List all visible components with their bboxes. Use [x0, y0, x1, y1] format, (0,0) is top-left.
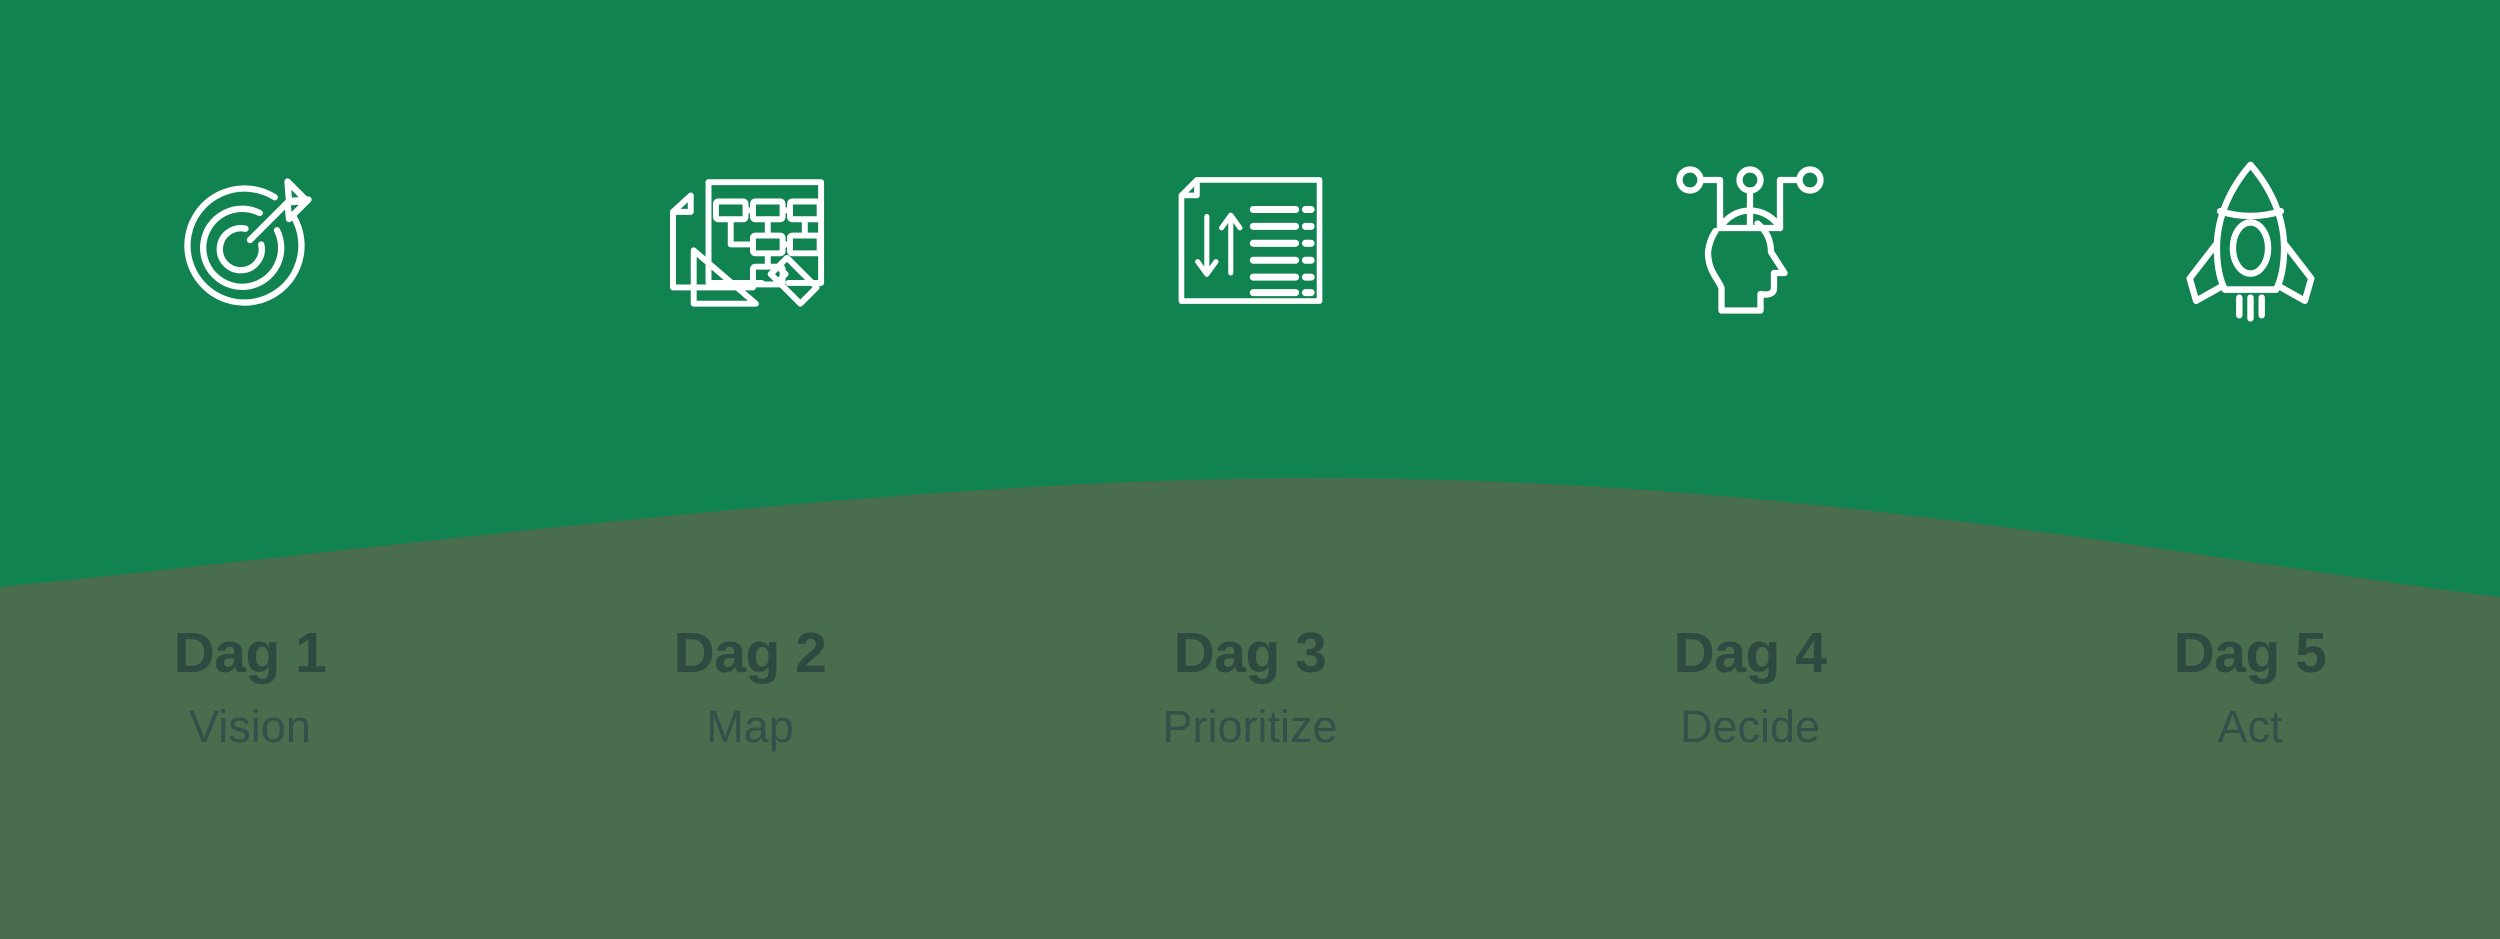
- sort-list-icon: [1000, 155, 1500, 325]
- step-subtitle: Prioritize: [1162, 701, 1338, 752]
- step-label-3: Dag 3 Prioritize: [1000, 621, 1500, 752]
- head-circuit-icon: [1500, 155, 2000, 325]
- step-label-5: Dag 5 Act: [2000, 621, 2500, 752]
- step-title: Dag 4: [1673, 621, 1827, 685]
- step-subtitle: Act: [2217, 701, 2283, 752]
- step-title: Dag 1: [173, 621, 327, 685]
- step-label-4: Dag 4 Decide: [1500, 621, 2000, 752]
- step-item-4: Dag 4 Decide: [1500, 0, 2000, 939]
- step-item-1: Dag 1 Vision: [0, 0, 500, 939]
- step-subtitle: Vision: [189, 701, 311, 752]
- step-title: Dag 2: [673, 621, 827, 685]
- step-label-1: Dag 1 Vision: [0, 621, 500, 752]
- step-label-2: Dag 2 Map: [500, 621, 1000, 752]
- step-title: Dag 5: [2173, 621, 2327, 685]
- step-subtitle: Map: [706, 701, 794, 752]
- step-item-2: Dag 2 Map: [500, 0, 1000, 939]
- step-item-3: Dag 3 Prioritize: [1000, 0, 1500, 939]
- step-title: Dag 3: [1173, 621, 1327, 685]
- step-item-5: Dag 5 Act: [2000, 0, 2500, 939]
- target-arrow-icon: [0, 155, 500, 325]
- step-subtitle: Decide: [1679, 701, 1821, 752]
- blueprint-flowchart-icon: [500, 155, 1000, 325]
- rocket-icon: [2000, 155, 2500, 325]
